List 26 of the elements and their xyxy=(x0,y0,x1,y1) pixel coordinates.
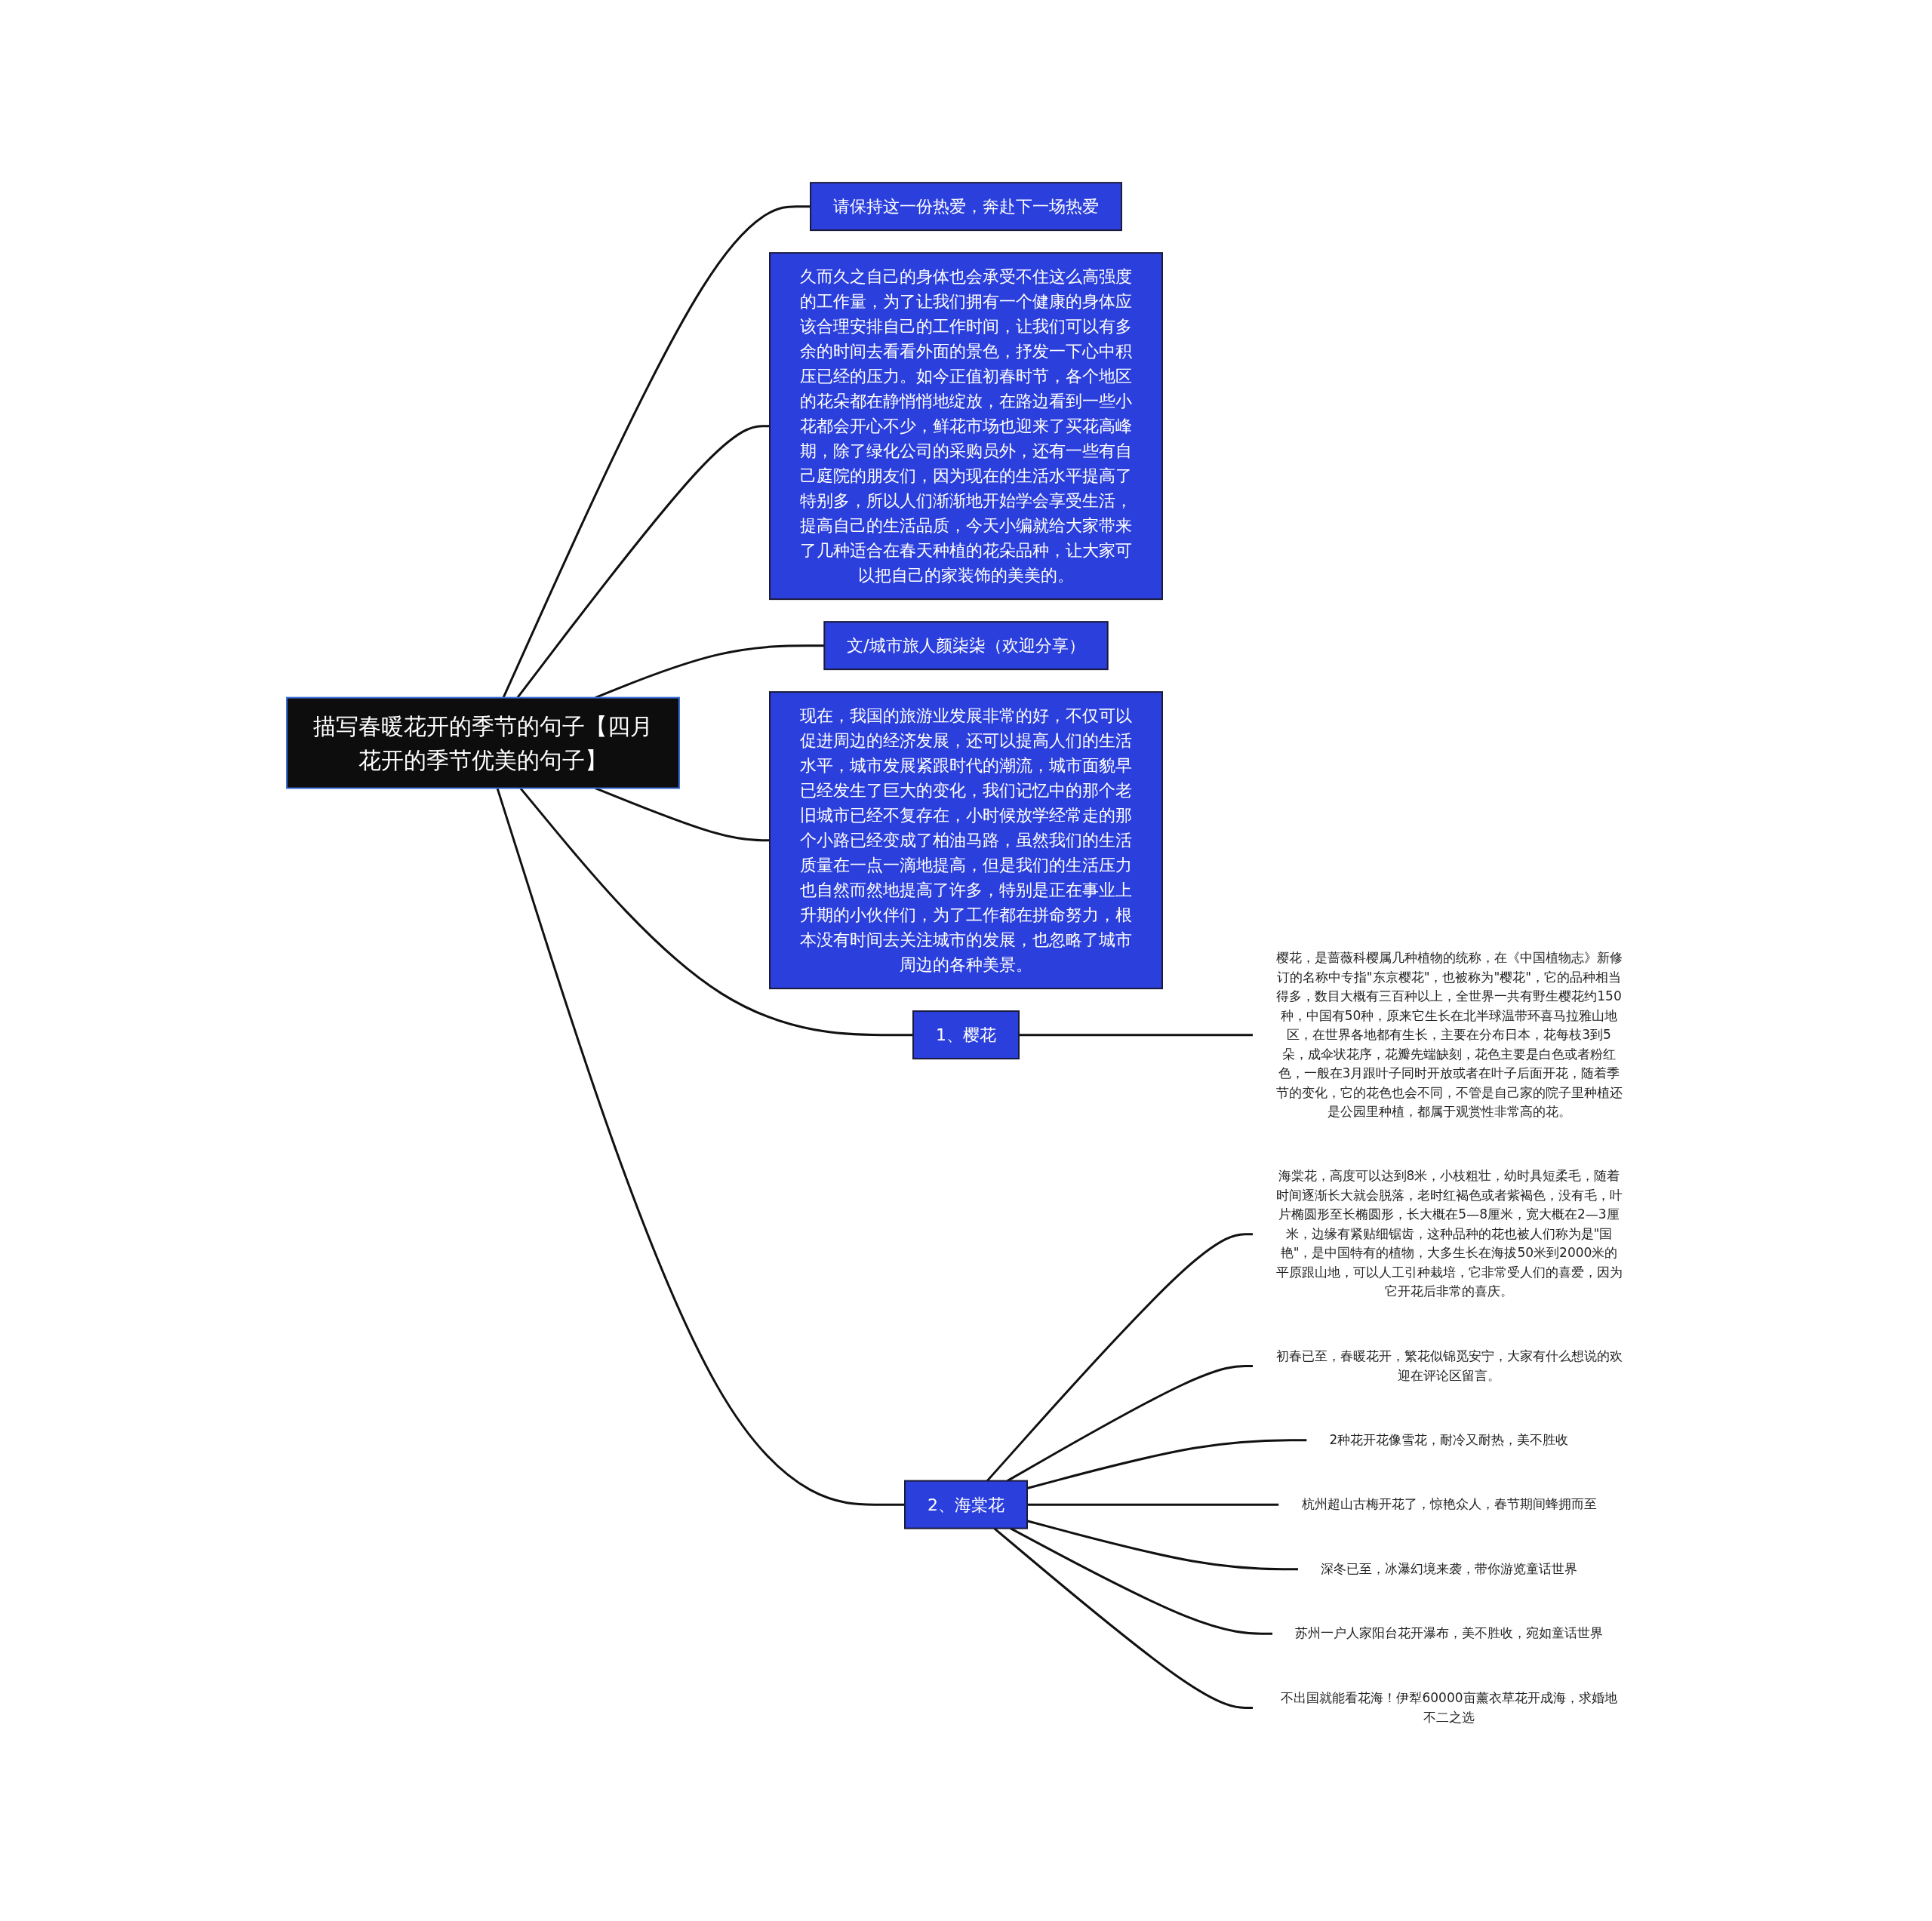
node-box: 2、海棠花 xyxy=(904,1480,1028,1529)
node-box: 久而久之自己的身体也会承受不住这么高强度的工作量，为了让我们拥有一个健康的身体应该合理安排自己的工作时间，让我们可以有多余的时间去看看外面的景色，抒发一下心中积压已经的压力。如今正值初春时节，各个地区的花朵都在静悄悄地绽放，在路边看到一些小花都会开心不少，鲜花市场也迎来了买花高峰期，除了绿化公司的采购员外，还有一些有自己庭院的朋友们，因为现在的生活水平提高了特别多，所以人们渐渐地开始学会享受生活，提高自己的生活品质，今天小编就给大家带来了几种适合在春天种植的花朵品种，让大家可以把自己的家装饰的美美的。 xyxy=(769,252,1163,601)
connector xyxy=(519,787,913,1037)
node-text: 海棠花，高度可以达到8米，小枝粗壮，幼时具短柔毛，随着时间逐渐长大就会脱落，老时红褐色或者紫褐色，没有毛，叶片椭圆形至长椭圆形，长大概在5—8厘米，宽大概在2—3厘米，边缘有紧贴细锯齿，这种品种的花也被人们称为是"国艳"，是中国特有的植物，大多生长在海拔50米到2000米的平原跟山地，可以人工引种栽培，它非常受人们的喜爱，因为它开花后非常的喜庆。 xyxy=(1275,1168,1623,1299)
connector xyxy=(1007,1364,1253,1482)
node-text: 苏州一户人家阳台花开瀑布，美不胜收，宛如童话世界 xyxy=(1295,1625,1603,1641)
connector xyxy=(516,425,770,699)
node-box: 描写春暖花开的季节的句子【四月花开的季节优美的句子】 xyxy=(286,696,680,789)
connector xyxy=(1027,1503,1279,1506)
node-box: 1、樱花 xyxy=(912,1010,1020,1060)
node-text: 2种花开花像雪花，耐冷又耐热，美不胜收 xyxy=(1329,1431,1569,1447)
connector xyxy=(502,205,811,699)
connector xyxy=(595,787,770,842)
node-text: 樱花，是蔷薇科樱属几种植物的统称，在《中国植物志》新修订的名称中专指"东京樱花"，也被称为"樱花"，它的品种相当得多，数目大概有三百种以上，全世界一共有野生樱花约150种，中国有50种，原来它生长在北半球温带环喜马拉雅山地区，在世界各地都有生长，主要在分布日本，花每枝3到5朵，成伞状花序，花瓣先端缺刻，花色主要是白色或者粉红色，一般在3月跟叶子同时开放或者在叶子后面开花，随着季节的变化，它的花色也会不同，不管是自己家的院子里种植还是公园里种植，都属于观赏性非常高的花。 xyxy=(1275,949,1623,1119)
node-box: 请保持这一份热爱，奔赴下一场热爱 xyxy=(810,182,1122,232)
node-text: 初春已至，春暖花开，繁花似锦觅安宁，大家有什么想说的欢迎在评论区留言。 xyxy=(1275,1348,1623,1383)
node-box: 文/城市旅人颜柒柒（欢迎分享） xyxy=(823,621,1109,671)
node-text: 杭州超山古梅开花了，惊艳众人，春节期间蜂拥而至 xyxy=(1301,1496,1597,1512)
connector xyxy=(1019,1034,1253,1037)
connector xyxy=(1010,1527,1272,1635)
connector xyxy=(496,788,905,1506)
node-box: 现在，我国的旅游业发展非常的好，不仅可以促进周边的经济发展，还可以提高人们的生活水平，城市发展紧跟时代的潮流，城市面貌早已经发生了巨大的变化，我们记忆中的那个老旧城市已经不复存在，小时候放学经常走的那个小路已经变成了柏油马路，虽然我们的生活质量在一点一滴地提高，但是我们的生活压力也自然而然地提高了许多，特别是正在事业上升期的小伙伴们，为了工作都在拼命努力，根本没有时间去关注城市的发展，也忽略了城市周边的各种美景。 xyxy=(769,691,1163,990)
connector xyxy=(986,1233,1253,1482)
connector xyxy=(993,1527,1253,1709)
node-text: 深冬已至，冰瀑幻境来袭，带你游览童话世界 xyxy=(1321,1560,1577,1576)
node-text: 不出国就能看花海！伊犁60000亩薰衣草花开成海，求婚地不二之选 xyxy=(1281,1689,1617,1725)
